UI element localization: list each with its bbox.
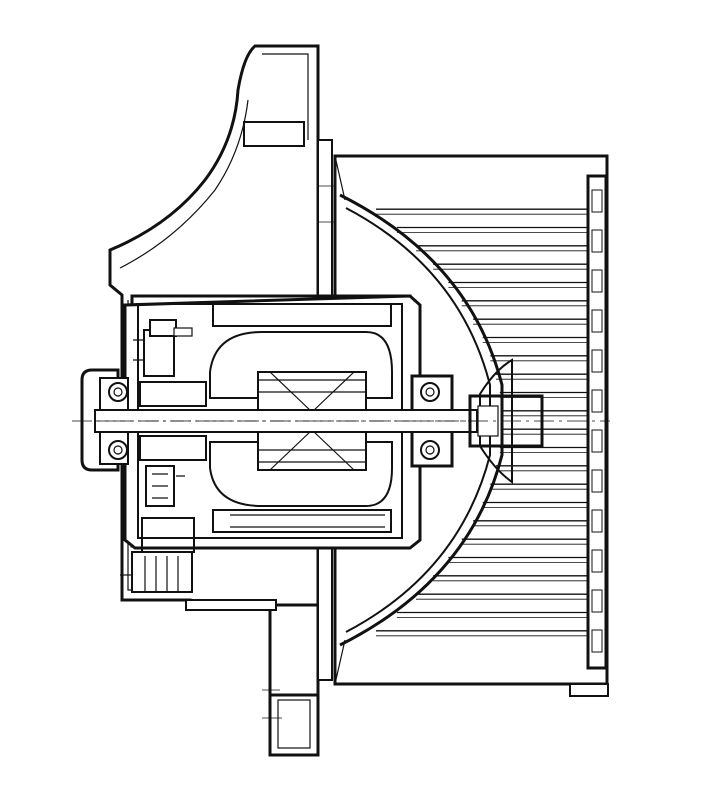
grille-slot (591, 629, 603, 653)
fan-blades (375, 208, 588, 637)
grille-slot (591, 349, 603, 373)
fan-end-grille (591, 189, 603, 653)
brush-holder-lower (145, 465, 185, 507)
grille-slot (591, 309, 603, 333)
grille-slot (591, 589, 603, 613)
mounting-bracket (185, 599, 320, 757)
grille-slot (591, 469, 603, 493)
commutator (139, 381, 207, 461)
grille-slot (591, 389, 603, 413)
grille-slot (591, 549, 603, 573)
grille-slot (591, 269, 603, 293)
magnet-upper (212, 303, 392, 327)
grille-slot (591, 509, 603, 533)
magnet-lower (212, 509, 392, 533)
grille-slot (591, 189, 603, 213)
terminal-connector (120, 517, 195, 593)
grille-slot (591, 429, 603, 453)
brush-holder-upper (133, 319, 193, 377)
grille-slot (591, 229, 603, 253)
